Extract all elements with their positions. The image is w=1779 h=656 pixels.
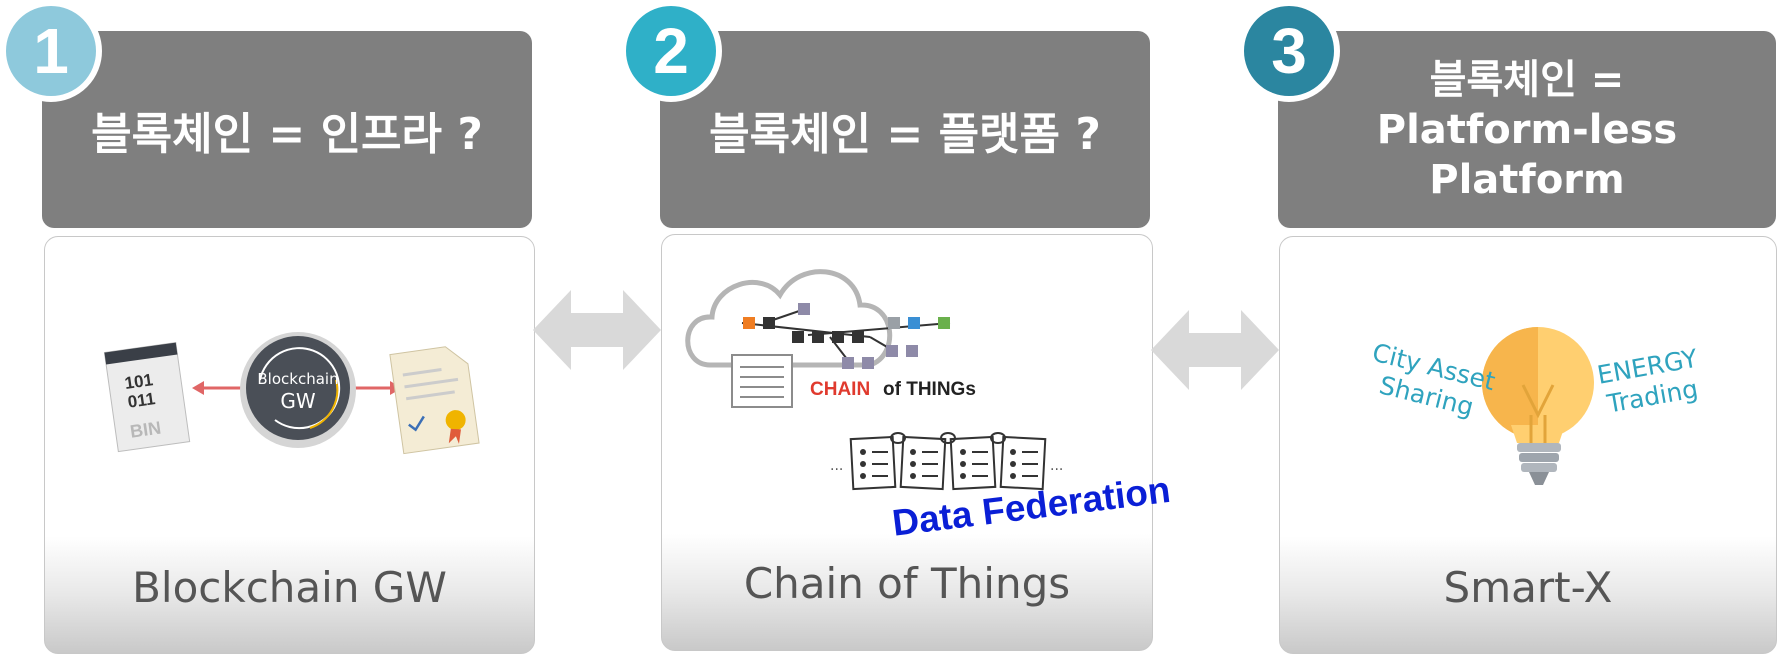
panel-1-title: 블록체인 = 인프라 ? — [91, 108, 483, 160]
bin-line-1: 101 — [123, 370, 154, 393]
light-bulb-icon — [1482, 327, 1594, 485]
document-icon — [731, 354, 793, 408]
ellipsis-left: ... — [830, 458, 843, 474]
panel-3-number: 3 — [1271, 15, 1307, 87]
blockchain-gw-illustration: 101 011 BIN Blockchain GW — [103, 332, 480, 455]
panel-1-label: Blockchain GW — [132, 563, 447, 612]
ellipsis-right: ... — [1050, 458, 1063, 474]
gw-circle-icon: Blockchain GW — [240, 332, 356, 448]
arrow-left-icon — [192, 381, 204, 395]
panel-2-number: 2 — [653, 15, 689, 87]
gw-line-1: Blockchain — [257, 370, 338, 388]
panel-3-title-line-1: 블록체인 = — [1429, 56, 1625, 103]
panel-1-number: 1 — [33, 15, 69, 87]
panel-3-number-badge: 3 — [1238, 0, 1340, 102]
bin-file-icon: 101 011 BIN — [103, 341, 191, 453]
panel-3-title-line-2: Platform-less Platform — [1376, 106, 1678, 203]
panel-2-header: 블록체인 = 플랫폼 ? — [660, 31, 1150, 228]
bin-tag: BIN — [129, 418, 162, 442]
panel-2-title: 블록체인 = 플랫폼 ? — [709, 108, 1101, 160]
panel-3-header: 블록체인 = Platform-less Platform — [1278, 31, 1776, 228]
chain-word: CHAIN — [810, 379, 870, 400]
panel-2-number-badge: 2 — [620, 0, 722, 102]
panel-2-label: Chain of Things — [743, 559, 1071, 608]
bin-line-2: 011 — [127, 389, 157, 412]
cloud-icon — [685, 269, 893, 368]
panel-3-card: Smart-X — [1279, 236, 1777, 654]
linked-documents-icon: ... ... — [830, 432, 1063, 491]
panel-1-header: 블록체인 = 인프라 ? — [42, 31, 532, 228]
gw-line-2: GW — [280, 389, 315, 413]
double-arrow-icon — [1151, 310, 1279, 390]
certificate-icon — [389, 346, 480, 455]
panel-3-label: Smart-X — [1443, 563, 1613, 612]
of-things-word: of THINGs — [883, 379, 976, 400]
chain-blocks-icon — [741, 303, 951, 369]
double-arrow-icon — [533, 290, 661, 370]
panel-1-number-badge: 1 — [0, 0, 102, 102]
chain-of-things-illustration: CHAIN of THINGs — [685, 269, 976, 408]
